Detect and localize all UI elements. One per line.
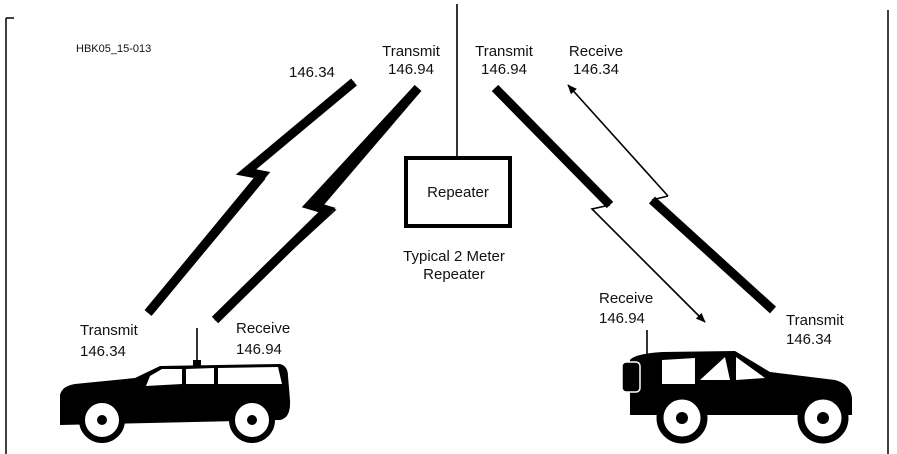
repeater-box bbox=[404, 156, 512, 228]
right-car-tx-freq: 146.34 bbox=[786, 331, 832, 348]
left-car-tx-freq: 146.34 bbox=[80, 343, 126, 360]
right-car-tx-beam-lower bbox=[648, 196, 777, 314]
right-car-rx-label: Receive bbox=[599, 290, 653, 307]
repeater-right-rx-freq: 146.34 bbox=[573, 61, 619, 78]
left-car-rx-freq: 146.94 bbox=[236, 341, 282, 358]
right-car bbox=[621, 330, 852, 444]
repeater-caption-line2: Repeater bbox=[423, 266, 485, 283]
repeater-left-tx-freq: 146.94 bbox=[388, 61, 434, 78]
left-car-tx-label: Transmit bbox=[80, 322, 139, 339]
left-uplink-freq: 146.34 bbox=[289, 64, 335, 81]
repeater-left-tx-beam-upper bbox=[314, 85, 422, 208]
frame-left-edge bbox=[5, 17, 14, 454]
left-car-tx-beam-upper bbox=[244, 82, 353, 177]
repeater-box-label: Repeater bbox=[427, 184, 489, 201]
right-car-tx-label: Transmit bbox=[786, 312, 845, 329]
repeater-caption-line1: Typical 2 Meter bbox=[403, 248, 505, 265]
repeater-right-tx-beam-lower bbox=[590, 204, 706, 323]
repeater-right-rx-label: Receive bbox=[569, 43, 623, 60]
right-car-rx-freq: 146.94 bbox=[599, 310, 645, 327]
right-car-tx-beam-upper bbox=[567, 84, 669, 197]
repeater-right-tx-beam-upper bbox=[491, 84, 614, 209]
left-car-rx-label: Receive bbox=[236, 320, 290, 337]
repeater-left-tx-label: Transmit bbox=[382, 43, 441, 60]
left-car bbox=[60, 328, 291, 443]
left-car-tx-beam-lower bbox=[144, 173, 266, 316]
figure-id: HBK05_15-013 bbox=[76, 43, 151, 55]
repeater-right-tx-label: Transmit bbox=[475, 43, 534, 60]
repeater-right-tx-freq: 146.94 bbox=[481, 61, 527, 78]
